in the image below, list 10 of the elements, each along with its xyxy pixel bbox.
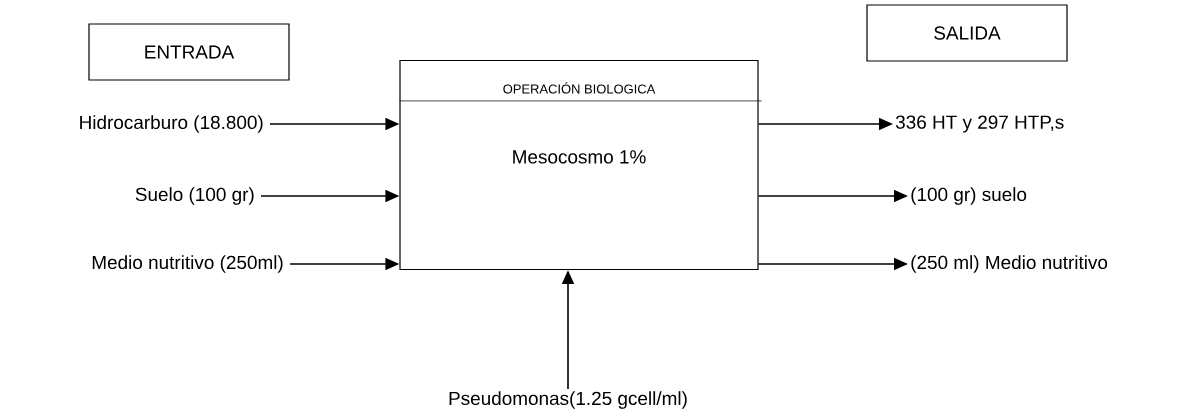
label-box: SALIDA: [866, 4, 1068, 62]
input-label: Medio nutritivo (250ml): [92, 255, 283, 273]
label-box: ENTRADA: [88, 23, 290, 81]
input-label: Pseudomonas(1.25 gcell/ml): [449, 391, 687, 409]
output-label: 336 HT y 297 HTP,s: [895, 115, 1064, 133]
input-label: Hidrocarburo (18.800): [80, 115, 263, 133]
input-label: Suelo (100 gr): [135, 187, 254, 205]
process-box: OPERACIÓN BIOLOGICA Mesocosmo 1%: [399, 59, 762, 271]
output-label: (250 ml) Medio nutritivo: [911, 255, 1108, 273]
output-label: (100 gr) suelo: [911, 187, 1027, 205]
